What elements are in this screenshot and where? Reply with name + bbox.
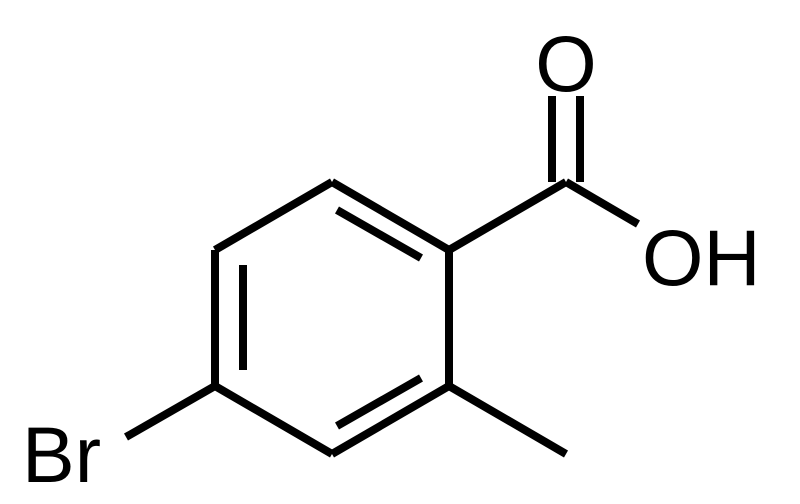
ring-bond-bottom-left xyxy=(212,382,335,458)
hydroxyl-label: OH xyxy=(642,213,761,302)
bond-carboxyl-to-oh xyxy=(563,178,641,228)
bond-ring-to-carboxyl xyxy=(446,178,569,254)
bromine-label: Br xyxy=(22,410,101,499)
ring-double-bond-bottom xyxy=(335,374,423,430)
bromine-bond xyxy=(124,382,217,441)
ring-bond-bottom-right xyxy=(329,382,452,458)
ring-double-bond-top-right xyxy=(335,206,423,262)
carbonyl-oxygen-label: O xyxy=(535,19,596,108)
methyl-bond xyxy=(446,382,569,458)
ring-bond-top-right xyxy=(329,178,452,254)
ring-bond-top-left xyxy=(212,178,335,254)
